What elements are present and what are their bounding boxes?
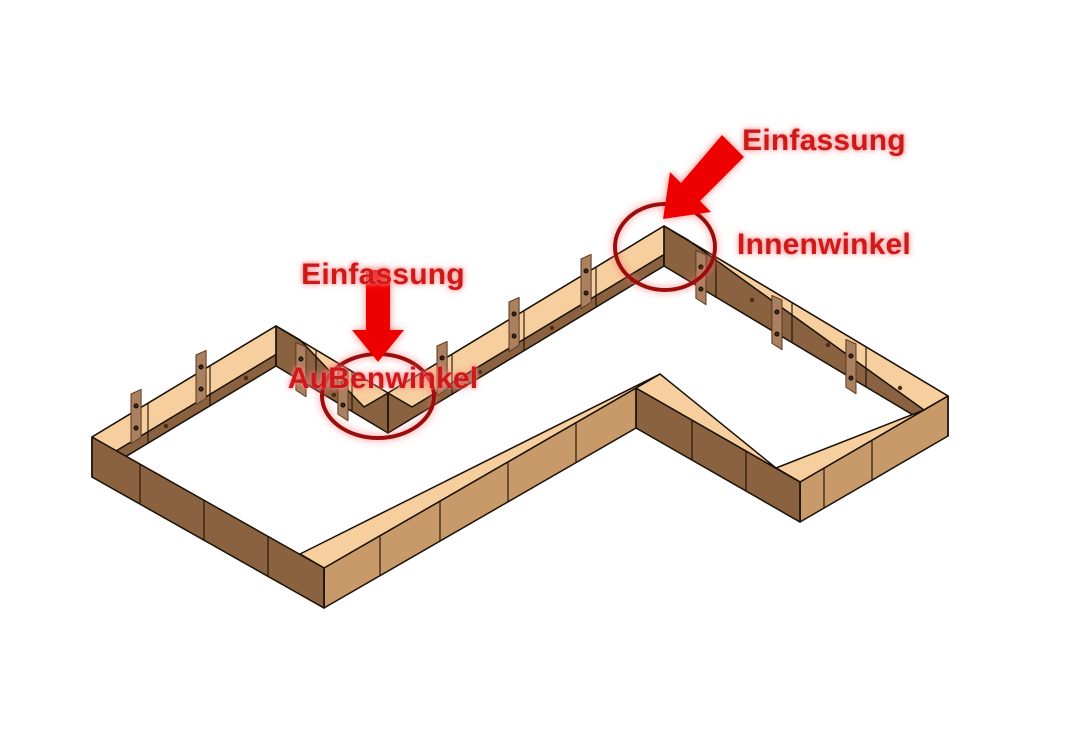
wall-run-bottom-right-inner xyxy=(635,373,801,523)
wall-run-upper-left xyxy=(91,325,301,478)
arrow-outer-angle xyxy=(352,270,404,362)
annotation-label-outer-line2: AuBenwinkel xyxy=(287,361,479,395)
arrow-inner-angle xyxy=(663,135,744,219)
annotation-inner-angle xyxy=(613,135,744,292)
wall-outer-face xyxy=(635,387,801,523)
annotation-label-outer-angle: Einfassung AuBenwinkel xyxy=(258,188,508,466)
wall-run-right-descending xyxy=(775,395,949,523)
annotation-label-inner-line2: Innenwinkel xyxy=(737,227,911,261)
annotation-label-outer-line1: Einfassung xyxy=(301,257,465,291)
annotation-label-inner-line1: Einfassung xyxy=(742,123,906,157)
annotation-label-inner-angle: Einfassung Innenwinkel xyxy=(698,54,950,332)
corner-join-lines xyxy=(91,226,949,608)
highlight-ellipse-inner xyxy=(613,202,717,292)
wall-top-cap xyxy=(275,325,389,408)
border-structure xyxy=(91,225,949,609)
annotation-outer-angle xyxy=(320,270,436,440)
